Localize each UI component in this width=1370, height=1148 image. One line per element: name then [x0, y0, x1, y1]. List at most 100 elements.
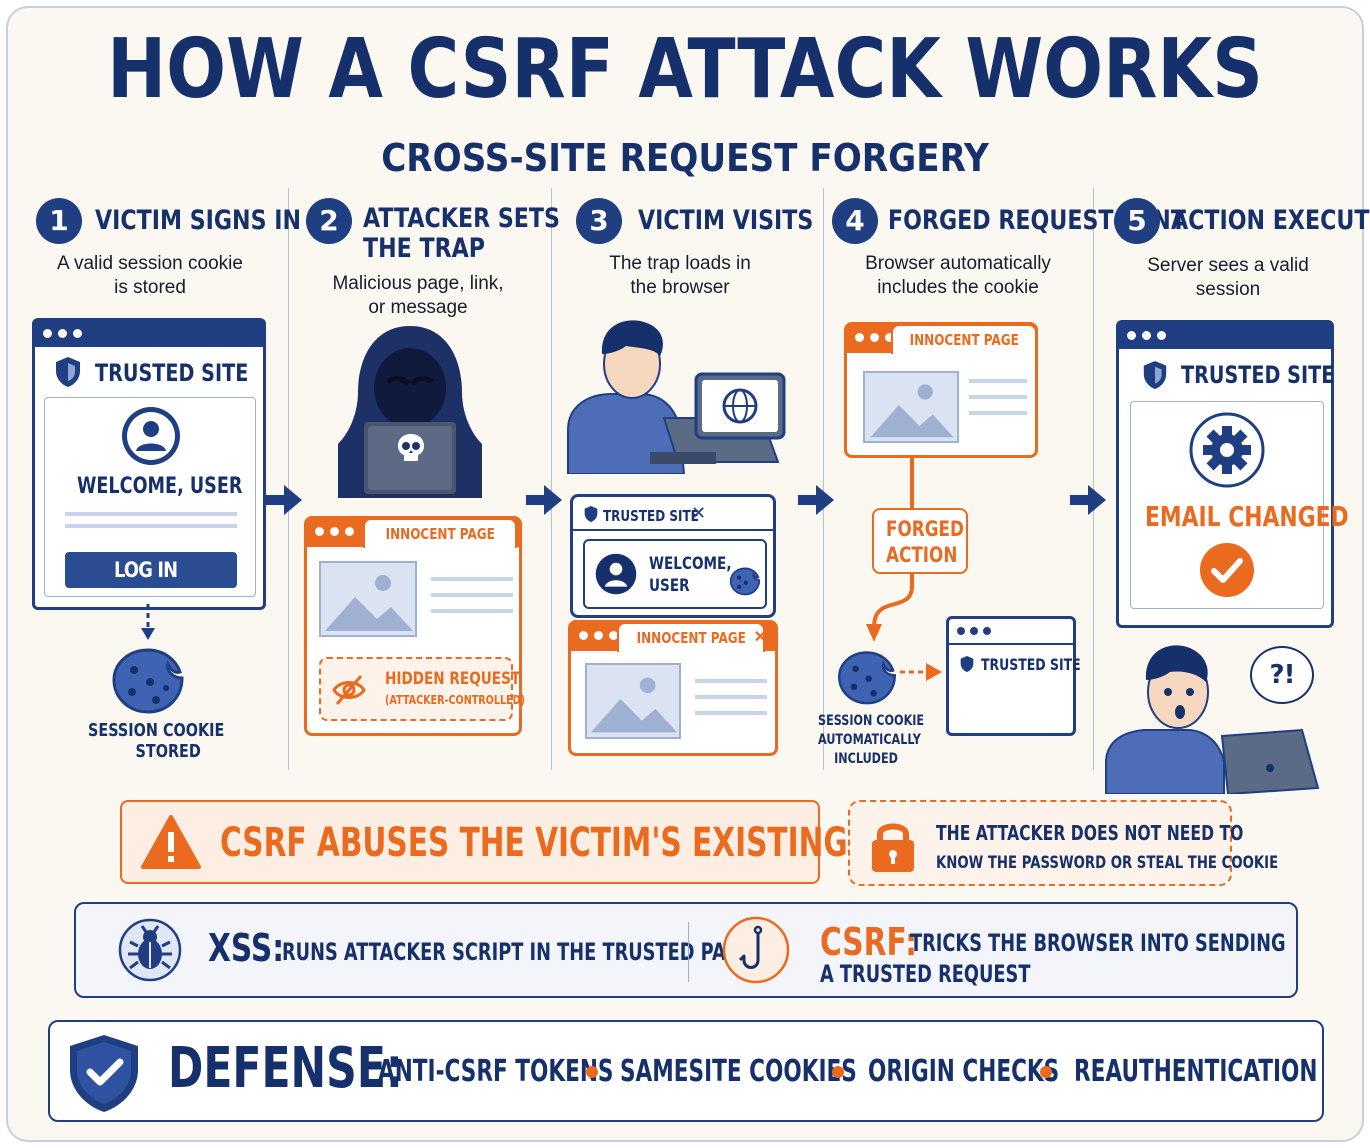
cookie-icon [838, 651, 896, 705]
step-1-number: 1 [36, 198, 82, 244]
speech-bubble: ?! [1250, 646, 1314, 704]
step-3-title: VICTIM VISITS [638, 205, 814, 236]
forged-action-path [866, 458, 914, 642]
column-divider [551, 188, 552, 770]
step-1-title: VICTIM SIGNS IN [95, 205, 302, 236]
trusted-site-tab-label: TRUSTED SITE [603, 507, 699, 525]
xss-vs-csrf-panel: XSS: RUNS ATTACKER SCRIPT IN THE TRUSTED… [74, 902, 1298, 998]
xss-text: RUNS ATTACKER SCRIPT IN THE TRUSTED PAGE [282, 938, 753, 966]
trusted-site-label: TRUSTED SITE [95, 359, 249, 387]
cookie-icon [112, 648, 184, 714]
warning-banner: CSRF ABUSES THE VICTIM'S EXISTING SESSIO… [120, 800, 1002, 884]
shield-icon [584, 506, 598, 522]
defense-label: DEFENSE: [168, 1036, 403, 1101]
innocent-page-window: INNOCENT PAGE HIDDEN REQUEST (ATTACKER-C… [304, 516, 525, 736]
skull-icon [398, 434, 424, 461]
step-5-title: ACTION EXECUTED [1171, 205, 1370, 236]
eye-slash-icon [332, 675, 366, 705]
defense-item-tokens: ANTI-CSRF TOKENS [378, 1054, 614, 1089]
column-divider [823, 188, 824, 770]
csrf-label: CSRF: [820, 920, 917, 964]
csrf-text-line-1: TRICKS THE BROWSER INTO SENDING [910, 929, 1286, 957]
text-line [65, 512, 237, 516]
column-divider [288, 188, 289, 770]
welcome-text: WELCOME, USER [77, 474, 243, 499]
image-placeholder [863, 371, 959, 443]
result-card: EMAIL CHANGED [1130, 401, 1349, 609]
trusted-site-label: TRUSTED SITE [981, 655, 1081, 674]
flow-arrow [266, 485, 302, 515]
innocent-page-tab: INNOCENT PAGE [363, 518, 517, 548]
fishhook-icon [722, 916, 790, 984]
hooded-hacker-icon [338, 326, 482, 498]
warning-icon [141, 815, 201, 869]
bullet [1040, 1066, 1052, 1078]
image-placeholder [585, 663, 681, 739]
image-icon [590, 677, 678, 733]
innocent-page-tab: INNOCENT PAGE [891, 324, 1037, 354]
surprised-victim-illustration [1105, 645, 1320, 794]
bullet [586, 1066, 598, 1078]
cookie-sent-arrow [900, 663, 942, 681]
check-icon [1200, 543, 1254, 597]
step-3-number: 3 [576, 198, 622, 244]
step-2-number: 2 [306, 198, 352, 244]
cookie-stored-arrow [141, 604, 155, 640]
trusted-site-window: TRUSTED SITE WELCOME, USER LOG IN [32, 318, 266, 610]
attacker-note: THE ATTACKER DOES NOT NEED TO KNOW THE P… [848, 800, 1278, 886]
image-placeholder [319, 561, 417, 637]
cookie-icon [729, 567, 761, 596]
bug-icon [118, 918, 182, 982]
page-subtitle: CROSS-SITE REQUEST FORGERY [381, 136, 989, 180]
bullet [832, 1066, 844, 1078]
xss-label: XSS: [208, 926, 285, 970]
user-icon [122, 407, 180, 465]
image-icon [325, 575, 413, 631]
close-tab-icon[interactable]: ✕ [753, 629, 767, 646]
trusted-site-result-window: TRUSTED SITE EMAIL CHANGED [1116, 320, 1349, 628]
defense-item-reauth: REAUTHENTICATION [1074, 1054, 1318, 1089]
cookie-included-label: SESSION COOKIE AUTOMATICALLY INCLUDED [818, 713, 925, 767]
innocent-page-tab: INNOCENT PAGE [617, 622, 765, 652]
close-tab-icon[interactable]: ✕ [691, 503, 707, 523]
attacker-note-text: THE ATTACKER DOES NOT NEED TO KNOW THE P… [936, 821, 1279, 873]
compare-divider [688, 922, 689, 982]
text-line [65, 524, 237, 528]
shield-icon [1143, 361, 1167, 389]
trusted-site-target-window: TRUSTED SITE [946, 616, 1081, 736]
hidden-request-label: HIDDEN REQUEST [385, 669, 521, 689]
flow-arrow [798, 485, 834, 515]
image-icon [870, 384, 954, 438]
step-5-number: 5 [1114, 198, 1160, 244]
trusted-site-label: TRUSTED SITE [1181, 361, 1335, 389]
step-4-number: 4 [832, 198, 878, 244]
page-title: HOW A CSRF ATTACK WORKS [107, 22, 1263, 117]
defense-panel: DEFENSE: ANTI-CSRF TOKENS SAMESITE COOKI… [48, 1020, 1324, 1122]
innocent-page-window: INNOCENT PAGE [844, 322, 1038, 458]
welcome-text: WELCOME,USER [649, 554, 732, 596]
shield-icon [960, 656, 974, 672]
trusted-site-tab-window: TRUSTED SITE ✕ WELCOME,USER [570, 494, 776, 618]
shield-icon [56, 357, 80, 387]
gear-icon [1189, 412, 1265, 488]
hidden-request-note: (ATTACKER-CONTROLLED) [385, 693, 525, 707]
login-button[interactable]: LOG IN [65, 552, 237, 588]
flow-arrow [526, 485, 562, 515]
welcome-card: WELCOME,USER [583, 539, 767, 609]
csrf-text-line-2: A TRUSTED REQUEST [820, 960, 1031, 988]
user-icon [595, 553, 637, 595]
lock-icon [872, 823, 914, 872]
login-card: WELCOME, USER LOG IN [44, 397, 256, 597]
email-changed-text: EMAIL CHANGED [1145, 500, 1349, 533]
victim-at-laptop-illustration [567, 320, 786, 474]
flow-arrow [1070, 485, 1106, 515]
shield-check-icon [70, 1035, 138, 1112]
hidden-request-box: HIDDEN REQUEST (ATTACKER-CONTROLLED) [319, 657, 525, 721]
column-divider [1093, 188, 1094, 770]
